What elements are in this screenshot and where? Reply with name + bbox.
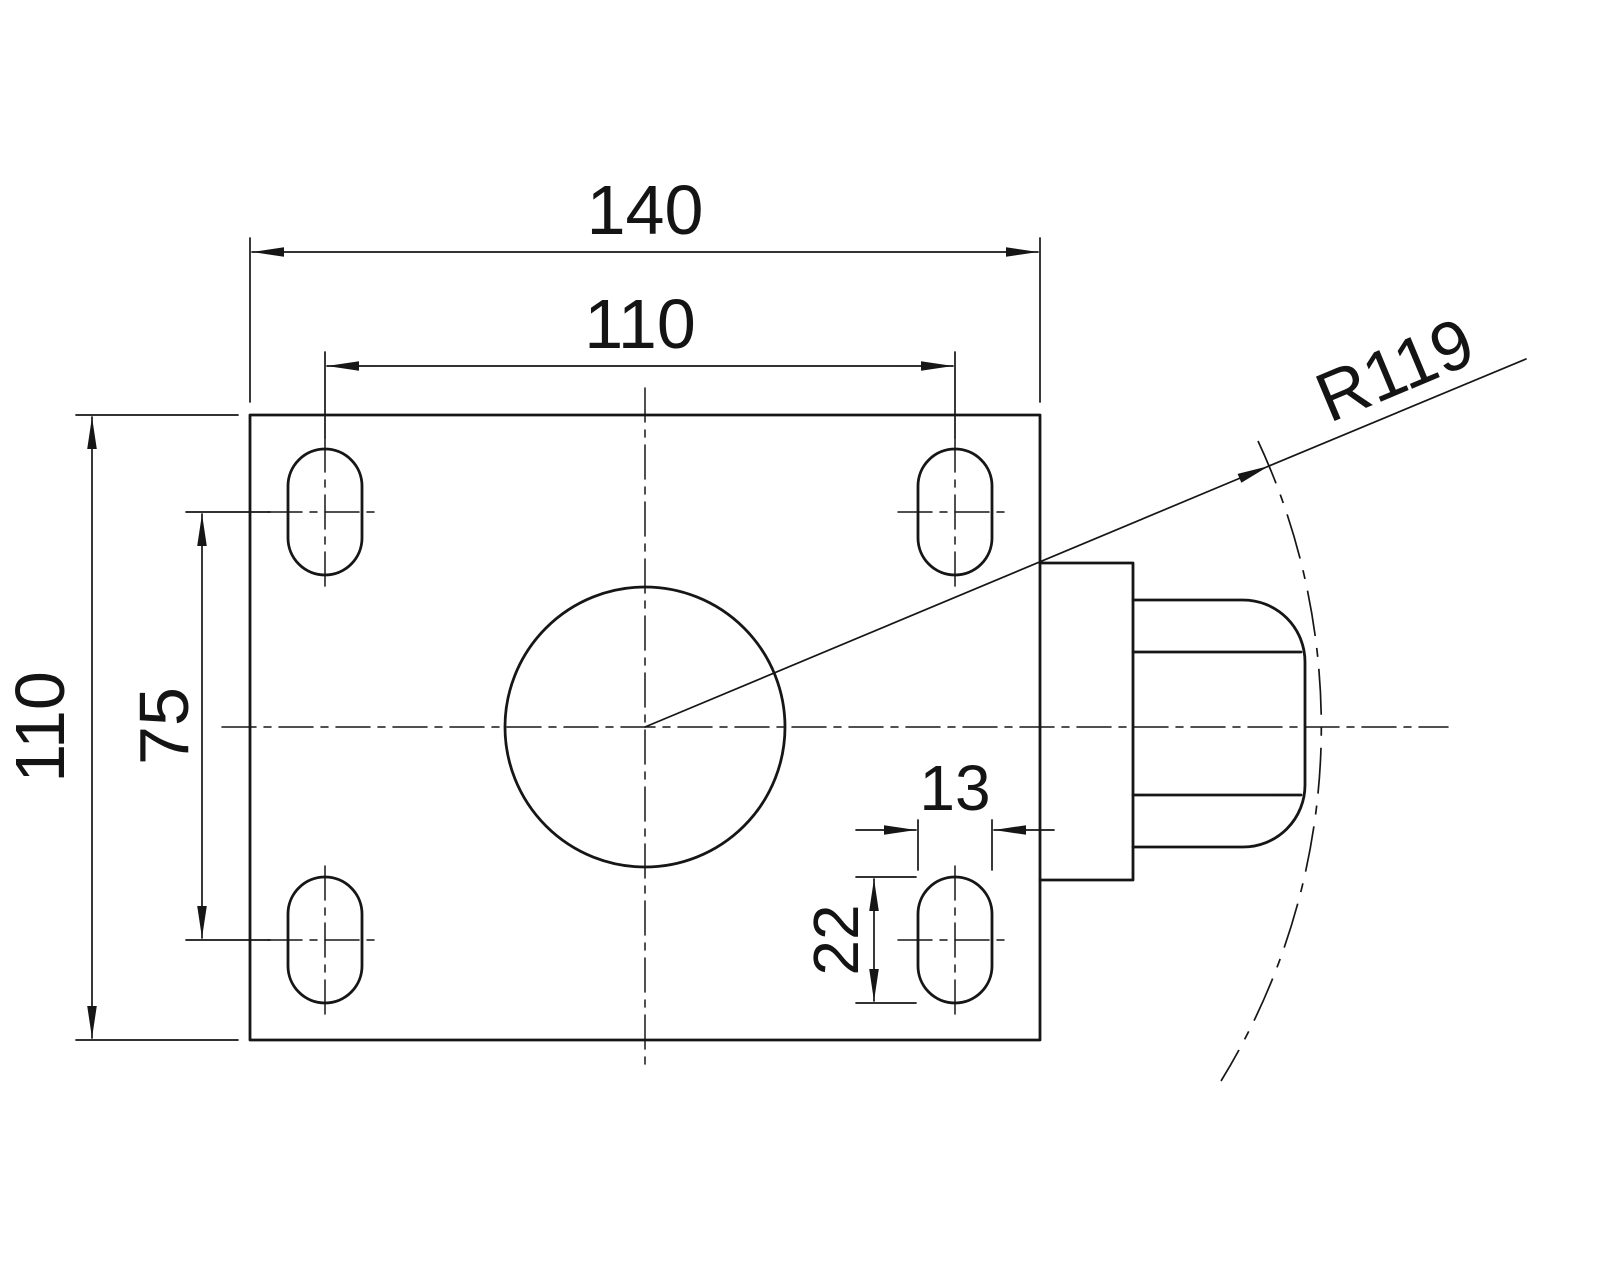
slot-top-left [286, 447, 364, 577]
leader-tail [1268, 358, 1527, 467]
slot-top-right [916, 447, 994, 577]
dim-label-r119: R119 [1305, 303, 1485, 438]
slot-bottom-right [916, 875, 994, 1005]
center-bore-circle [503, 585, 787, 869]
dim-label-22: 22 [800, 904, 872, 975]
dimension-110-left: 110 [1, 414, 239, 1041]
wheel-profile [1038, 561, 1307, 882]
wheel-outline [1131, 598, 1307, 849]
dim-label-110-left: 110 [1, 671, 79, 783]
slot-bottom-left [286, 875, 364, 1005]
fork-step-top [1038, 561, 1135, 602]
dimension-13: 13 [855, 752, 1055, 871]
mounting-plate [248, 413, 1042, 1042]
dim-label-140: 140 [587, 171, 704, 249]
leader-line [644, 465, 1270, 728]
dimension-140: 140 [249, 171, 1041, 403]
swivel-radius-arc [1220, 440, 1323, 1082]
dimension-110-top: 110 [324, 285, 956, 439]
plate-outline [248, 413, 1042, 1042]
dimension-22: 22 [800, 876, 917, 1004]
dim-label-13: 13 [919, 752, 990, 824]
dim-label-110-top: 110 [584, 285, 696, 363]
fork-step-bottom [1038, 845, 1135, 882]
dimension-75: 75 [125, 511, 271, 941]
dim-label-75: 75 [125, 687, 203, 765]
